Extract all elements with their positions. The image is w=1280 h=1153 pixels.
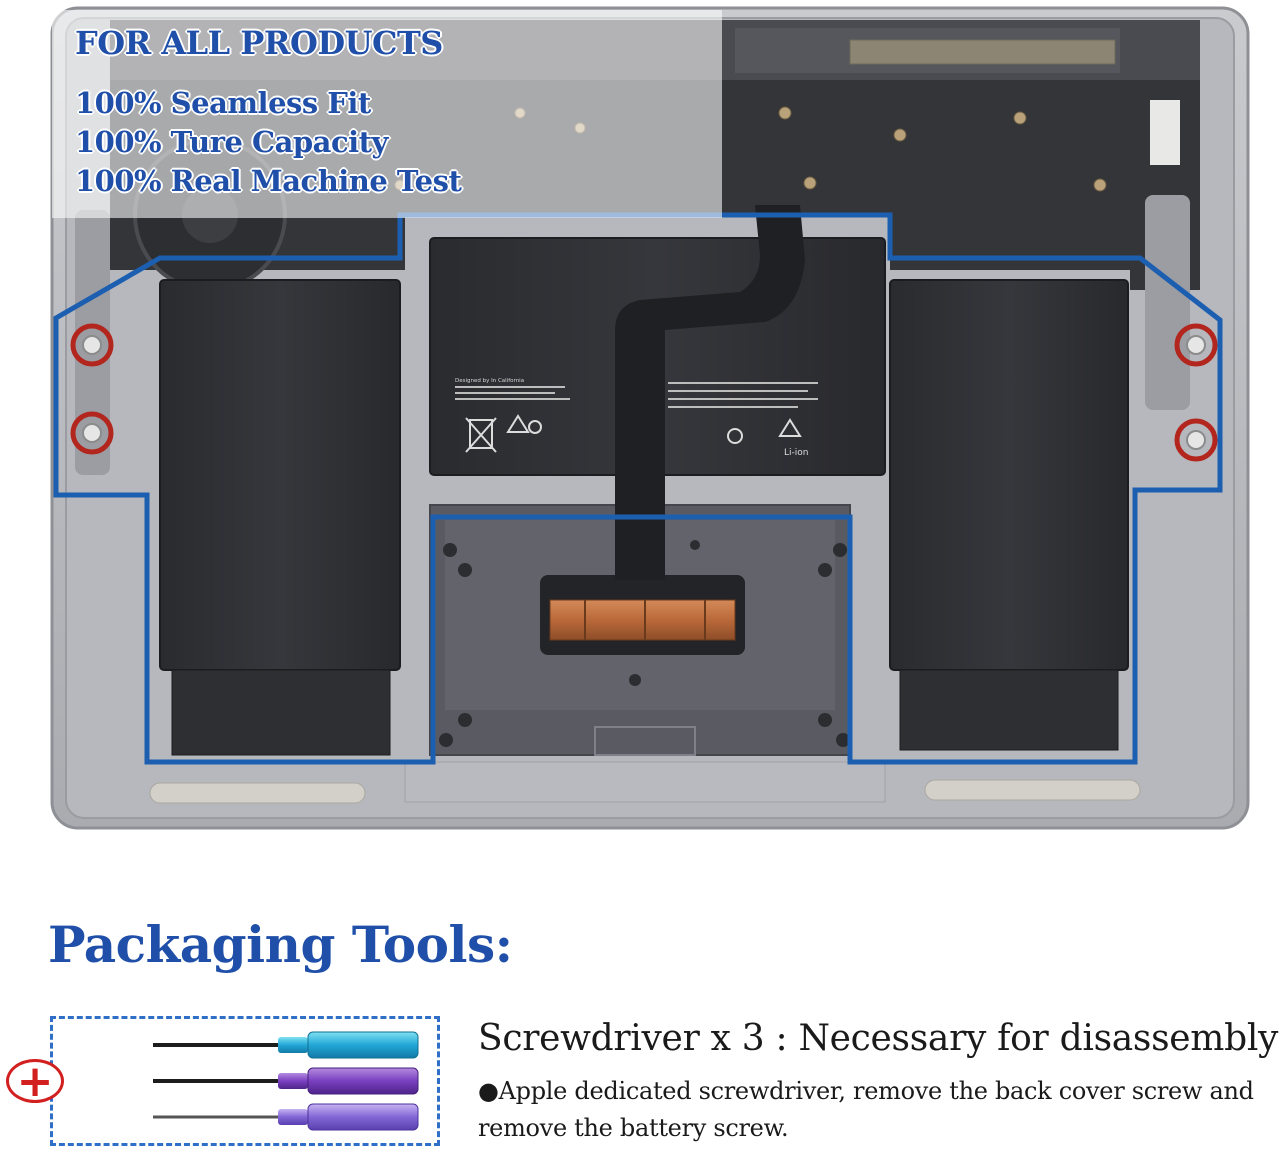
- copper-connector: [549, 599, 736, 641]
- promo-line-capacity: 100% Ture Capacity: [75, 125, 388, 159]
- battery-cell-left: [159, 279, 401, 671]
- screwdriver-headline: Screwdriver x 3 : Necessary for disassem…: [478, 1018, 1279, 1059]
- screwdriver-note: ●Apple dedicated screwdriver, remove the…: [478, 1077, 1254, 1142]
- battery-cell-right: [889, 279, 1129, 671]
- screwdriver-box: [50, 1016, 440, 1146]
- promo-title: FOR ALL PRODUCTS: [75, 24, 443, 62]
- screwdriver-set-icon: [153, 1031, 419, 1131]
- laptop-internals-photo: Designed by In California Li-ion: [50, 6, 1250, 830]
- plus-icon: +: [6, 1056, 64, 1107]
- battery-label-right: Li-ion: [784, 448, 808, 458]
- promo-line-test: 100% Real Machine Test: [75, 164, 462, 198]
- plus-glyph: +: [16, 1056, 54, 1107]
- packaging-title: Packaging Tools:: [48, 915, 513, 974]
- violet-screwdriver-icon: [153, 1103, 419, 1131]
- screw-marker-right-top: [1174, 323, 1218, 367]
- purple-screwdriver-icon: [153, 1067, 419, 1095]
- screw-marker-right-bottom: [1174, 418, 1218, 462]
- screw-marker-left-top: [70, 323, 114, 367]
- promo-line-fit: 100% Seamless Fit: [75, 86, 371, 120]
- screw-marker-left-bottom: [70, 411, 114, 455]
- screw-markers: [70, 323, 1218, 462]
- cyan-screwdriver-icon: [153, 1031, 419, 1059]
- promo-overlay: [52, 10, 722, 218]
- battery-label-left: Designed by In California: [455, 378, 524, 384]
